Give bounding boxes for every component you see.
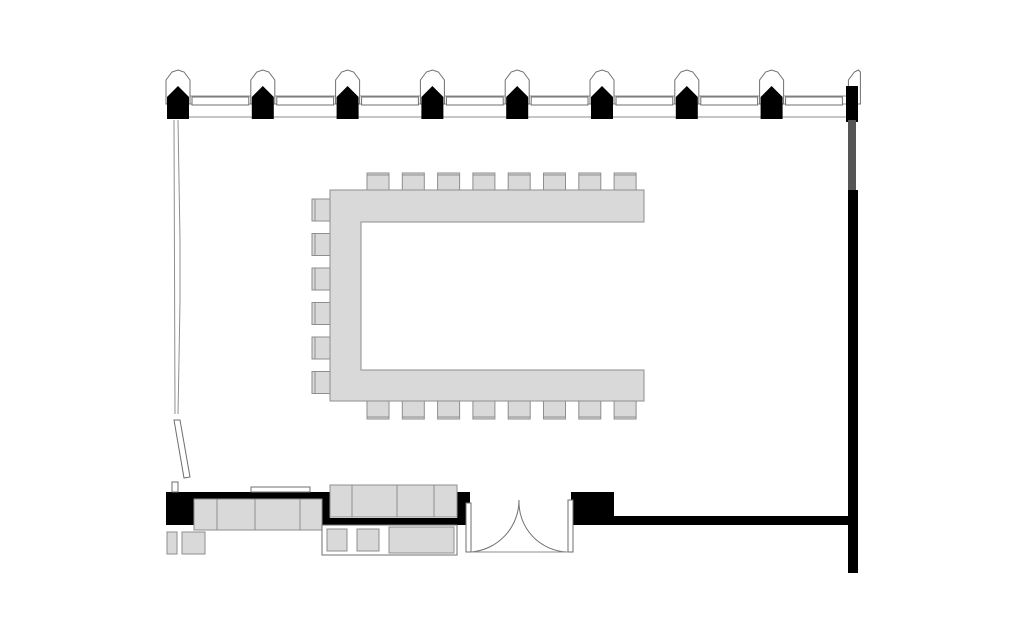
credenza-center — [329, 484, 458, 518]
u-shaped-table — [329, 189, 645, 402]
chair-bottom — [366, 400, 390, 420]
north-window-wall — [165, 69, 861, 122]
cabinet-cell-3 — [388, 526, 455, 554]
door-leaf-right — [567, 499, 574, 553]
cabinet-cell-1 — [326, 528, 348, 552]
window-column — [760, 86, 783, 119]
chair-bottom — [507, 400, 531, 420]
chair-top — [543, 172, 566, 191]
window-column — [591, 86, 613, 119]
door-swing-left — [470, 499, 520, 553]
chair-left — [311, 371, 331, 394]
window-column — [675, 86, 698, 119]
window-column — [506, 86, 529, 119]
window-pane — [445, 96, 504, 106]
chair-left — [311, 302, 331, 325]
chair-left — [311, 233, 331, 256]
south-wall-east-segment — [571, 516, 851, 525]
west-glass-partition-inner — [173, 119, 176, 415]
south-wall-west-segment — [190, 492, 327, 499]
east-wall — [848, 120, 858, 573]
window-pane — [191, 96, 250, 106]
chair-top — [472, 172, 496, 191]
chair-top — [578, 172, 602, 191]
double-door — [465, 499, 574, 553]
west-pivot-panel — [173, 419, 191, 479]
east-wall-opening — [848, 120, 856, 190]
window-pane — [615, 96, 674, 106]
chair-left — [311, 267, 331, 291]
chair-top — [437, 172, 461, 191]
window-bays — [165, 69, 861, 119]
sw-box-2 — [181, 531, 206, 555]
east-wall-solid — [848, 190, 858, 573]
window-column — [251, 86, 274, 119]
door-leaf-left — [465, 502, 472, 553]
window-column — [336, 86, 359, 119]
window-column — [167, 86, 189, 119]
window-pane — [700, 96, 759, 106]
conference-table — [311, 172, 645, 420]
window-pane — [785, 96, 843, 106]
window-column — [421, 86, 444, 119]
chairs-left — [311, 198, 331, 394]
chair-bottom — [472, 400, 496, 420]
door-swing-right — [518, 499, 569, 553]
chair-top — [366, 172, 390, 191]
credenza-west — [193, 498, 323, 531]
chair-bottom — [578, 400, 602, 420]
chairs-top — [366, 172, 637, 191]
chair-top — [613, 172, 637, 191]
sw-column-detail — [171, 481, 179, 493]
window-pane — [530, 96, 589, 106]
chair-top — [507, 172, 531, 191]
south-wall-recess-bottom — [322, 518, 462, 525]
window-pane — [276, 96, 335, 106]
chair-bottom — [401, 400, 425, 420]
chair-top — [401, 172, 425, 191]
sw-box-1 — [166, 531, 178, 555]
ne-column — [846, 86, 858, 122]
sw-column — [166, 492, 194, 525]
west-glass-partition — [177, 119, 181, 415]
west-partition — [173, 119, 191, 479]
chair-bottom — [543, 400, 566, 420]
chairs-bottom — [366, 400, 637, 420]
south-wall-vent — [250, 486, 311, 493]
window-pane — [361, 96, 419, 106]
chair-bottom — [613, 400, 637, 420]
credenzas — [166, 484, 458, 556]
south-wall-jog-left — [322, 492, 330, 524]
chair-left — [311, 336, 331, 360]
chair-left — [311, 198, 331, 222]
chair-bottom — [437, 400, 461, 420]
south-wall — [166, 481, 851, 525]
cabinet-cell-2 — [356, 528, 380, 552]
